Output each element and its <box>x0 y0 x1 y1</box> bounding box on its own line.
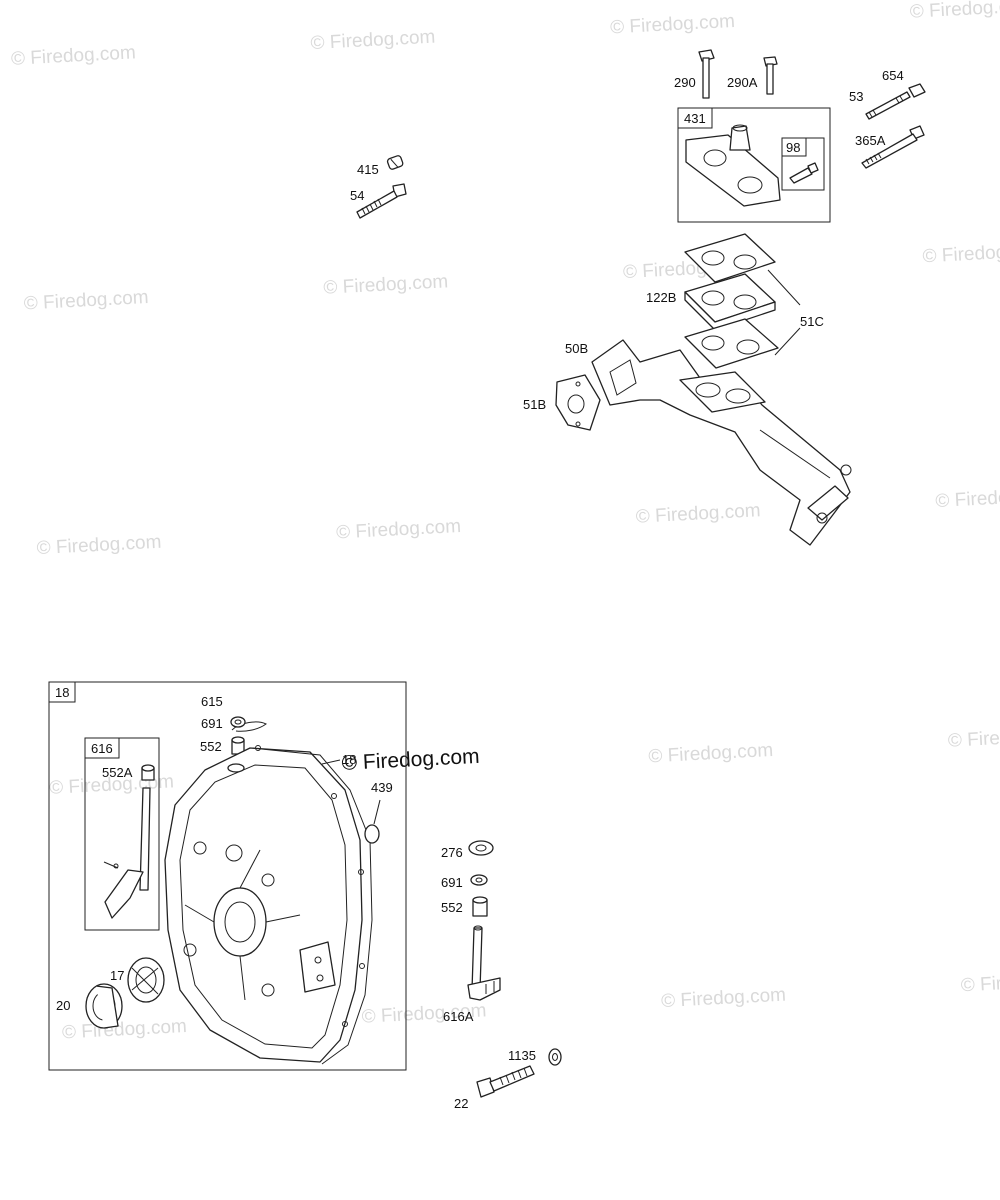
label-22: 22 <box>454 1096 468 1111</box>
watermark-dark: © Firedog.com <box>341 745 480 775</box>
label-616a: 616A <box>443 1009 474 1024</box>
part-276-seal[interactable] <box>468 840 494 856</box>
watermark: © Firedog.com <box>947 724 1000 752</box>
label-51c: 51C <box>800 314 824 329</box>
part-365a-bolt[interactable] <box>861 125 925 169</box>
part-50b-intake-manifold[interactable] <box>591 339 852 546</box>
part-616-shaft[interactable] <box>139 787 151 891</box>
label-54: 54 <box>350 188 364 203</box>
watermark: © Firedog.com <box>10 42 136 70</box>
label-98: 98 <box>786 140 800 155</box>
part-290-bolt[interactable] <box>698 49 715 99</box>
watermark: © Firedog.com <box>23 287 149 315</box>
watermark: © Firedog.com <box>909 0 1000 23</box>
watermark: © Firedog.com <box>36 532 162 560</box>
label-20: 20 <box>56 998 70 1013</box>
part-51c-gasket-bottom[interactable] <box>684 318 779 369</box>
label-1135: 1135 <box>508 1048 536 1063</box>
part-18-crankcase-cover[interactable] <box>164 747 363 1063</box>
label-431: 431 <box>684 111 706 126</box>
watermark: © Firedog.com <box>922 240 1000 268</box>
watermark: © Firedog.com <box>635 500 761 528</box>
part-17-bearing[interactable] <box>127 957 165 1003</box>
label-439: 439 <box>371 780 393 795</box>
label-50b: 50B <box>565 341 588 356</box>
label-552-lower: 552 <box>441 900 463 915</box>
part-616a-governor-shaft[interactable] <box>467 925 501 1001</box>
label-616: 616 <box>91 741 113 756</box>
part-51c-gasket-top[interactable] <box>684 233 776 283</box>
part-415-nut[interactable] <box>386 155 404 170</box>
part-691-washer-lower[interactable] <box>470 874 488 886</box>
label-365a: 365A <box>855 133 886 148</box>
label-552A: 552A <box>102 765 133 780</box>
part-616-fork[interactable] <box>104 869 144 919</box>
box-431[interactable]: 431 98 <box>677 107 831 223</box>
watermark: © Firedog.com <box>661 985 787 1013</box>
watermark: © Firedog.com <box>610 11 736 39</box>
part-122b-spacer[interactable] <box>684 273 776 331</box>
box-616[interactable]: 616 552A <box>84 737 160 931</box>
part-18-gasket[interactable] <box>251 745 373 1065</box>
part-654-nut[interactable] <box>908 83 926 98</box>
label-415: 415 <box>357 162 379 177</box>
part-54-bolt[interactable] <box>356 183 407 219</box>
watermarks: © Firedog.com © Firedog.com © Firedog.co… <box>10 0 1000 1043</box>
watermark: © Firedog.com <box>336 516 462 544</box>
watermark: © Firedog.com <box>323 271 449 299</box>
label-17: 17 <box>110 968 124 983</box>
label-53: 53 <box>849 89 863 104</box>
part-51b-gasket[interactable] <box>555 374 601 431</box>
watermark: © Firedog.com <box>935 485 1000 513</box>
label-615: 615 <box>201 694 223 709</box>
part-98-screw[interactable] <box>789 167 813 184</box>
label-691-top: 691 <box>201 716 223 731</box>
watermark: © Firedog.com <box>960 969 1000 997</box>
label-691-lower: 691 <box>441 875 463 890</box>
part-22-bolt[interactable] <box>476 1065 535 1098</box>
box-18[interactable]: 18 <box>48 681 407 1071</box>
part-439-o-ring[interactable] <box>364 799 381 844</box>
label-654: 654 <box>882 68 904 83</box>
part-20-oil-seal[interactable] <box>85 983 123 1029</box>
label-122b: 122B <box>646 290 676 305</box>
watermark: © Firedog.com <box>62 1016 188 1044</box>
label-552-top: 552 <box>200 739 222 754</box>
label-18-gasket: 18 <box>342 752 356 767</box>
label-18-box: 18 <box>55 685 69 700</box>
watermark: © Firedog.com <box>310 27 436 55</box>
label-290: 290 <box>674 75 696 90</box>
part-691-washer[interactable] <box>230 716 246 728</box>
label-276: 276 <box>441 845 463 860</box>
label-290a: 290A <box>727 75 758 90</box>
label-51b: 51B <box>523 397 546 412</box>
part-1135-washer[interactable] <box>548 1048 562 1066</box>
watermark: © Firedog.com <box>648 740 774 768</box>
part-290a-bolt[interactable] <box>763 56 778 95</box>
part-53-stud[interactable] <box>865 91 911 120</box>
part-552-bushing-lower[interactable] <box>472 896 488 917</box>
